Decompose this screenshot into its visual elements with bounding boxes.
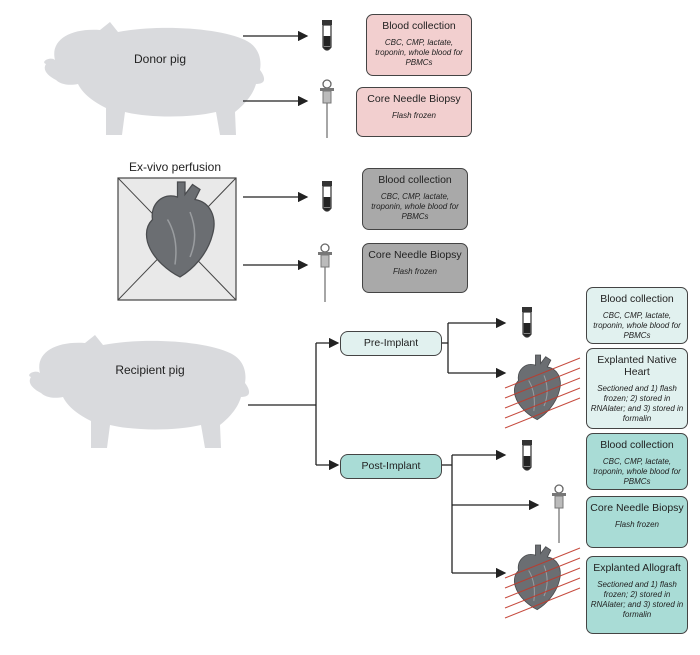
box-detail: Flash frozen — [391, 111, 437, 120]
blood-tube-icon — [321, 180, 333, 212]
exvivo-perfusion-label: Ex-vivo perfusion — [128, 160, 222, 174]
biopsy-needle-icon — [317, 243, 333, 303]
box-detail: CBC, CMP, lactate, troponin, whole blood… — [371, 192, 459, 221]
recipient-pig-icon — [29, 335, 250, 448]
biopsy-needle-icon — [319, 79, 335, 139]
box-detail: CBC, CMP, lactate, troponin, whole blood… — [593, 311, 681, 340]
box-detail: CBC, CMP, lactate, troponin, whole blood… — [375, 38, 463, 67]
exvivo-blood-collection-box: Blood collection CBC, CMP, lactate, trop… — [362, 168, 468, 230]
pre-implant-phase: Pre-Implant — [340, 331, 442, 356]
box-title: Explanted Allograft — [593, 562, 681, 574]
box-detail: CBC, CMP, lactate, troponin, whole blood… — [593, 457, 681, 486]
box-detail: Sectioned and 1) flash frozen; 2) stored… — [590, 384, 684, 423]
donor-core-needle-biopsy-box: Core Needle Biopsy Flash frozen — [356, 87, 472, 137]
exvivo-core-needle-biopsy-box: Core Needle Biopsy Flash frozen — [362, 243, 468, 293]
blood-tube-icon — [321, 19, 333, 51]
perfusion-chamber-icon — [117, 177, 237, 301]
blood-tube-icon — [521, 306, 533, 338]
box-title: Blood collection — [600, 439, 674, 451]
pre-explanted-native-heart-box: Explanted Native Heart Sectioned and 1) … — [586, 348, 688, 429]
box-title: Blood collection — [378, 174, 452, 186]
biopsy-needle-icon — [551, 484, 567, 544]
recipient-pig-label: Recipient pig — [115, 363, 185, 377]
pre-blood-collection-box: Blood collection CBC, CMP, lactate, trop… — [586, 287, 688, 344]
donor-blood-collection-box: Blood collection CBC, CMP, lactate, trop… — [366, 14, 472, 76]
box-title: Core Needle Biopsy — [590, 502, 684, 514]
donor-pig-icon — [44, 22, 265, 135]
box-title: Core Needle Biopsy — [367, 93, 461, 105]
box-detail: Flash frozen — [392, 267, 438, 276]
post-explanted-allograft-box: Explanted Allograft Sectioned and 1) fla… — [586, 556, 688, 634]
blood-tube-icon — [521, 439, 533, 471]
box-detail: Flash frozen — [614, 520, 660, 529]
box-detail: Sectioned and 1) flash frozen; 2) stored… — [590, 580, 684, 619]
donor-pig-label: Donor pig — [133, 52, 187, 66]
post-core-needle-biopsy-box: Core Needle Biopsy Flash frozen — [586, 496, 688, 548]
explanted-heart-icon — [504, 354, 581, 429]
post-blood-collection-box: Blood collection CBC, CMP, lactate, trop… — [586, 433, 688, 490]
box-title: Explanted Native Heart — [597, 354, 677, 378]
explanted-allograft-icon — [504, 544, 581, 619]
box-title: Blood collection — [600, 293, 674, 305]
box-title: Blood collection — [382, 20, 456, 32]
box-title: Core Needle Biopsy — [368, 249, 462, 261]
post-implant-phase: Post-Implant — [340, 454, 442, 479]
